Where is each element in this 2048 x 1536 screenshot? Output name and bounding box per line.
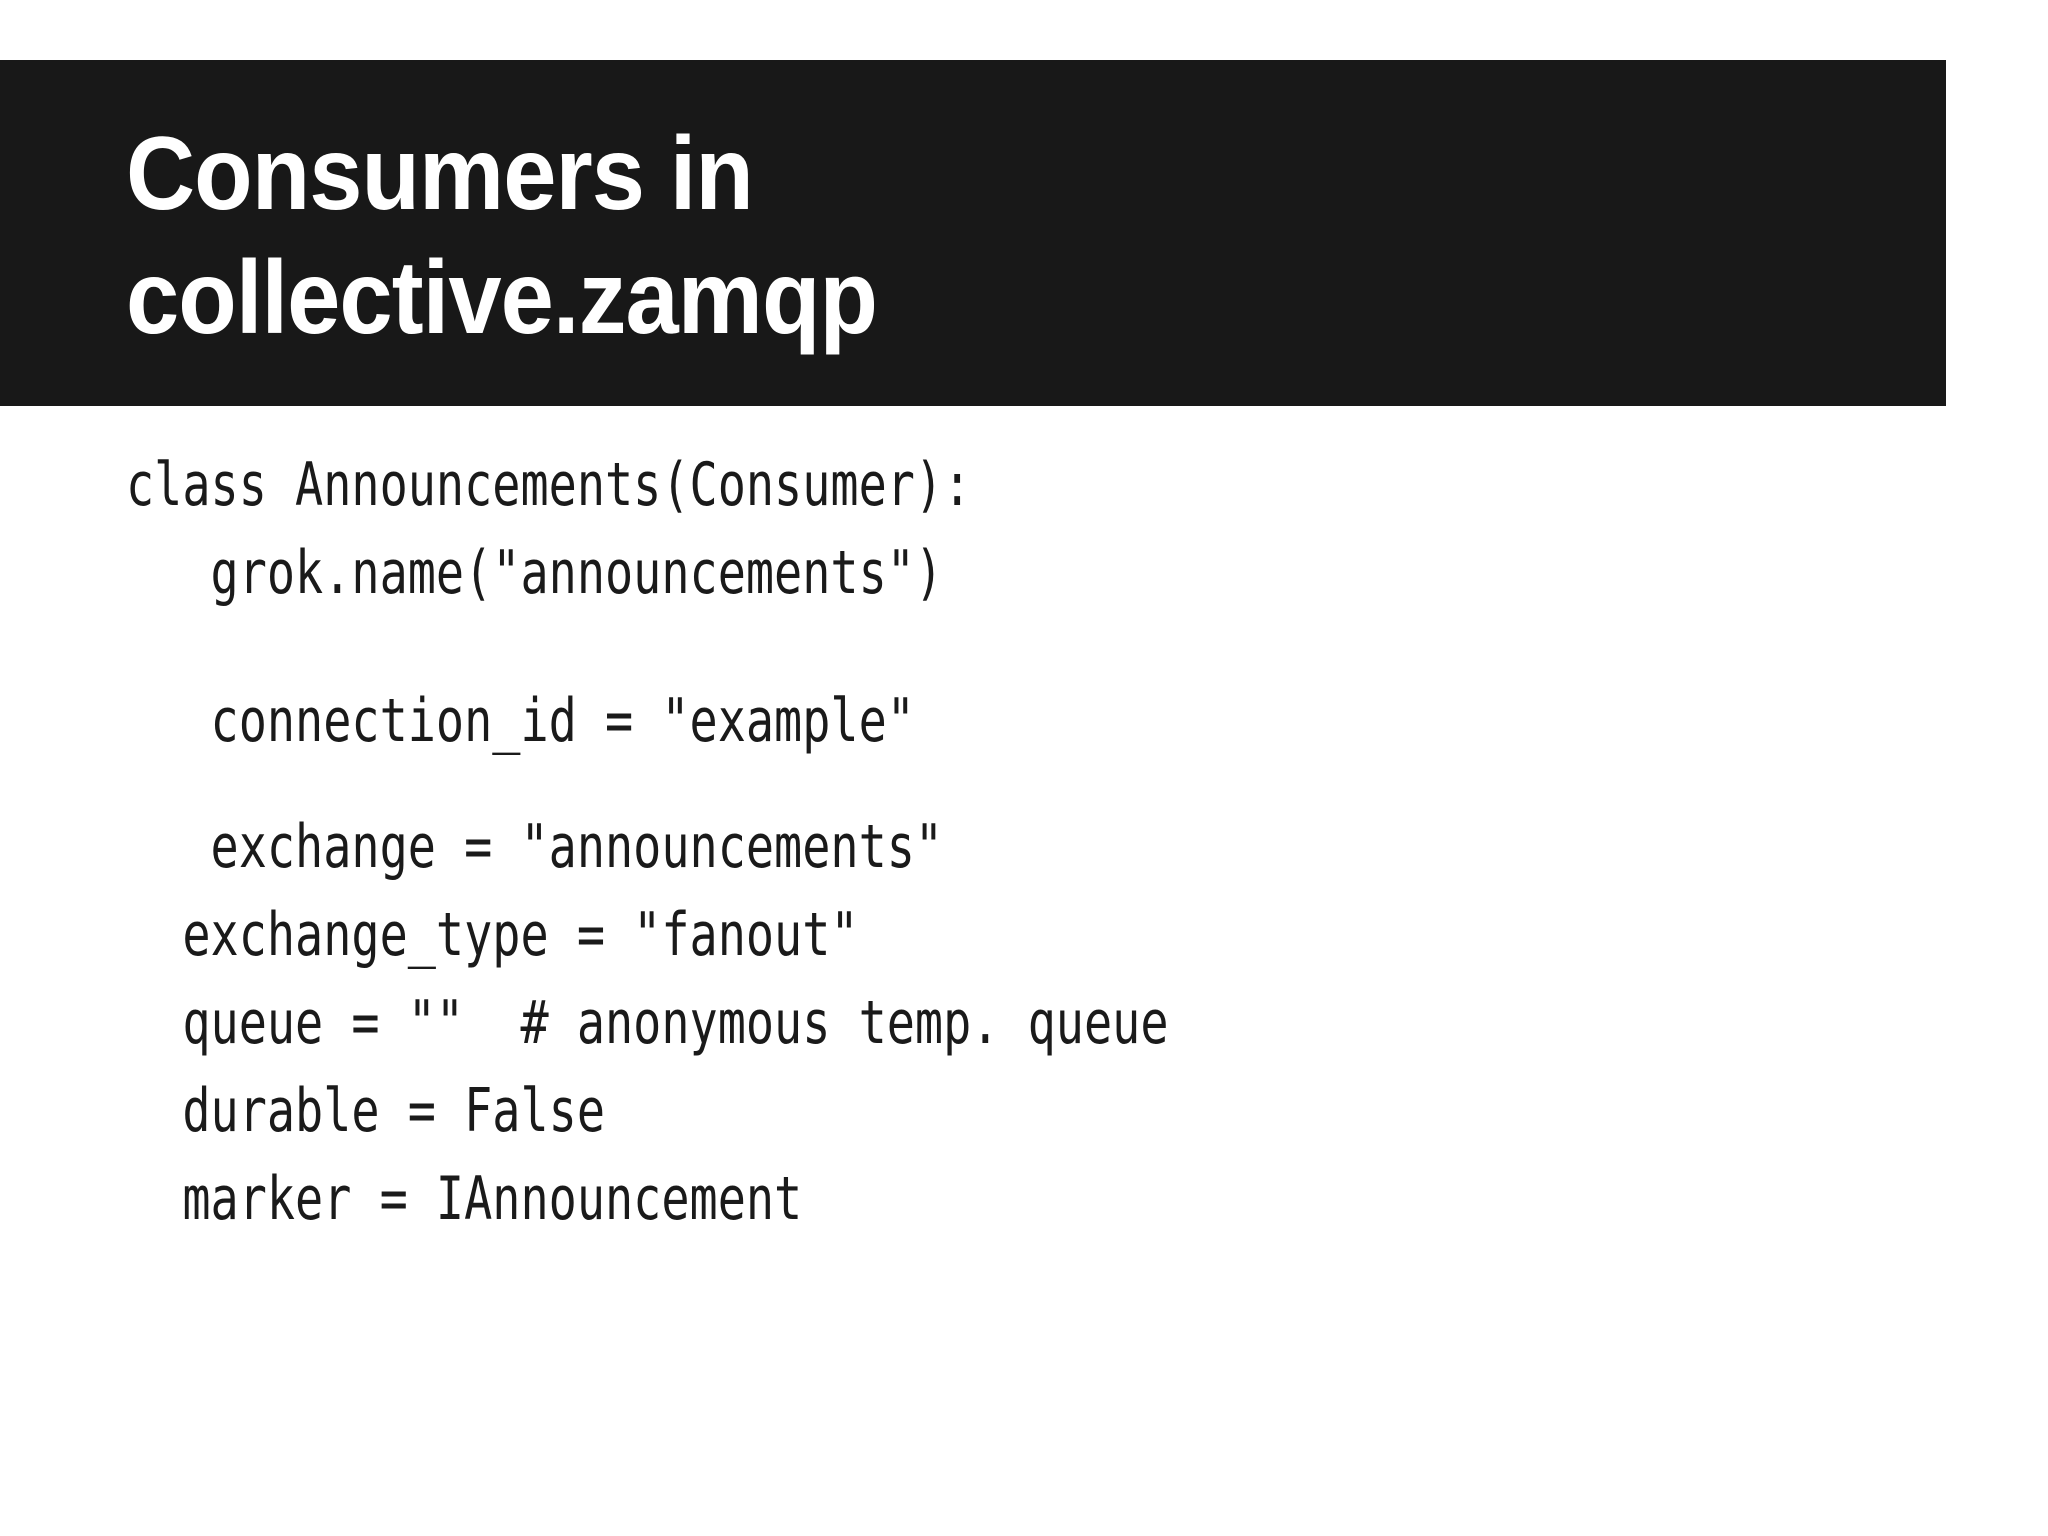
code-line: connection_id = "example"	[126, 686, 915, 756]
slide-title-bar: Consumers in collective.zamqp	[0, 60, 1946, 406]
code-line: exchange = "announcements"	[126, 812, 944, 882]
slide-title-line-2: collective.zamqp	[126, 240, 878, 356]
code-block: class Announcements(Consumer): grok.name…	[0, 406, 2048, 1536]
code-line: grok.name("announcements")	[126, 538, 944, 608]
slide-title-line-1: Consumers in	[126, 116, 754, 232]
code-line-spacer	[126, 752, 2048, 816]
code-line-spacer	[126, 604, 2048, 690]
code-line: class Announcements(Consumer):	[126, 450, 972, 520]
code-line: exchange_type = "fanout"	[126, 900, 859, 970]
code-line: marker = IAnnouncement	[126, 1164, 803, 1234]
code-line: durable = False	[126, 1076, 605, 1146]
code-line: queue = "" # anonymous temp. queue	[126, 988, 1169, 1058]
